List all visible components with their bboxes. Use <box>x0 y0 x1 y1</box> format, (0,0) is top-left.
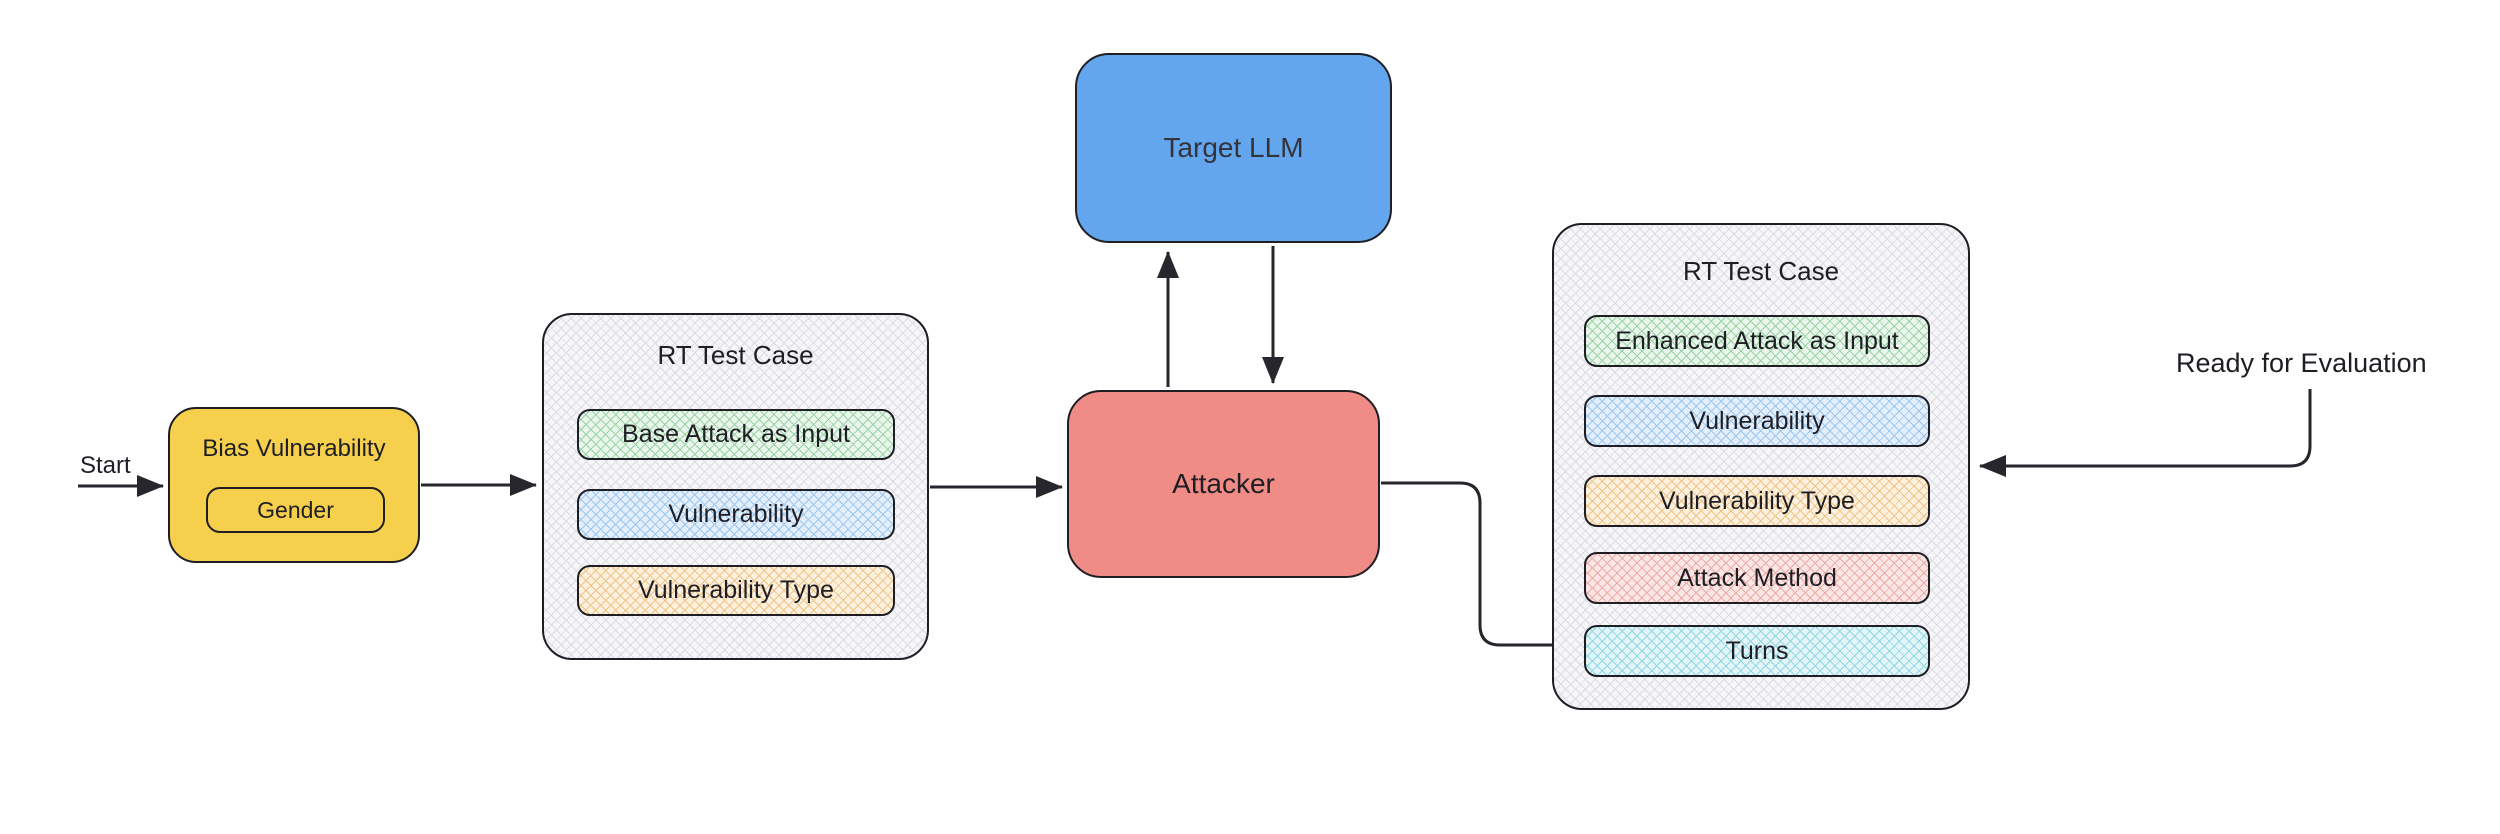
arrow-ready-to-rtright <box>1979 389 2312 477</box>
rt-test-case-right: RT Test Case Enhanced Attack as Input Vu… <box>1552 223 1970 710</box>
bias-vulnerability-node: Bias Vulnerability Gender <box>168 407 420 563</box>
bias-vulnerability-title: Bias Vulnerability <box>202 435 386 462</box>
target-llm-node: Target LLM <box>1075 53 1392 243</box>
field-vulnerability-left: Vulnerability <box>577 489 895 540</box>
attacker-node: Attacker <box>1067 390 1380 578</box>
field-attack-method: Attack Method <box>1584 552 1930 604</box>
rt-test-case-left-title: RT Test Case <box>657 340 814 370</box>
field-enhanced-attack-as-input: Enhanced Attack as Input <box>1584 315 1930 367</box>
rt-test-case-right-title: RT Test Case <box>1682 256 1840 286</box>
field-turns: Turns <box>1584 625 1930 677</box>
arrow-attacker-to-turns <box>1381 481 1579 656</box>
field-vulnerability-type-right: Vulnerability Type <box>1584 475 1930 527</box>
field-vulnerability-type-left: Vulnerability Type <box>577 565 895 616</box>
gender-pill: Gender <box>206 487 385 533</box>
attacker-label: Attacker <box>1172 468 1275 499</box>
rt-test-case-left: RT Test Case Base Attack as Input Vulner… <box>542 313 929 660</box>
target-llm-label: Target LLM <box>1163 132 1304 163</box>
start-label: Start <box>80 452 131 479</box>
field-vulnerability-right: Vulnerability <box>1584 395 1930 447</box>
field-base-attack-as-input: Base Attack as Input <box>577 409 895 460</box>
ready-for-evaluation-label: Ready for Evaluation <box>2176 348 2427 378</box>
